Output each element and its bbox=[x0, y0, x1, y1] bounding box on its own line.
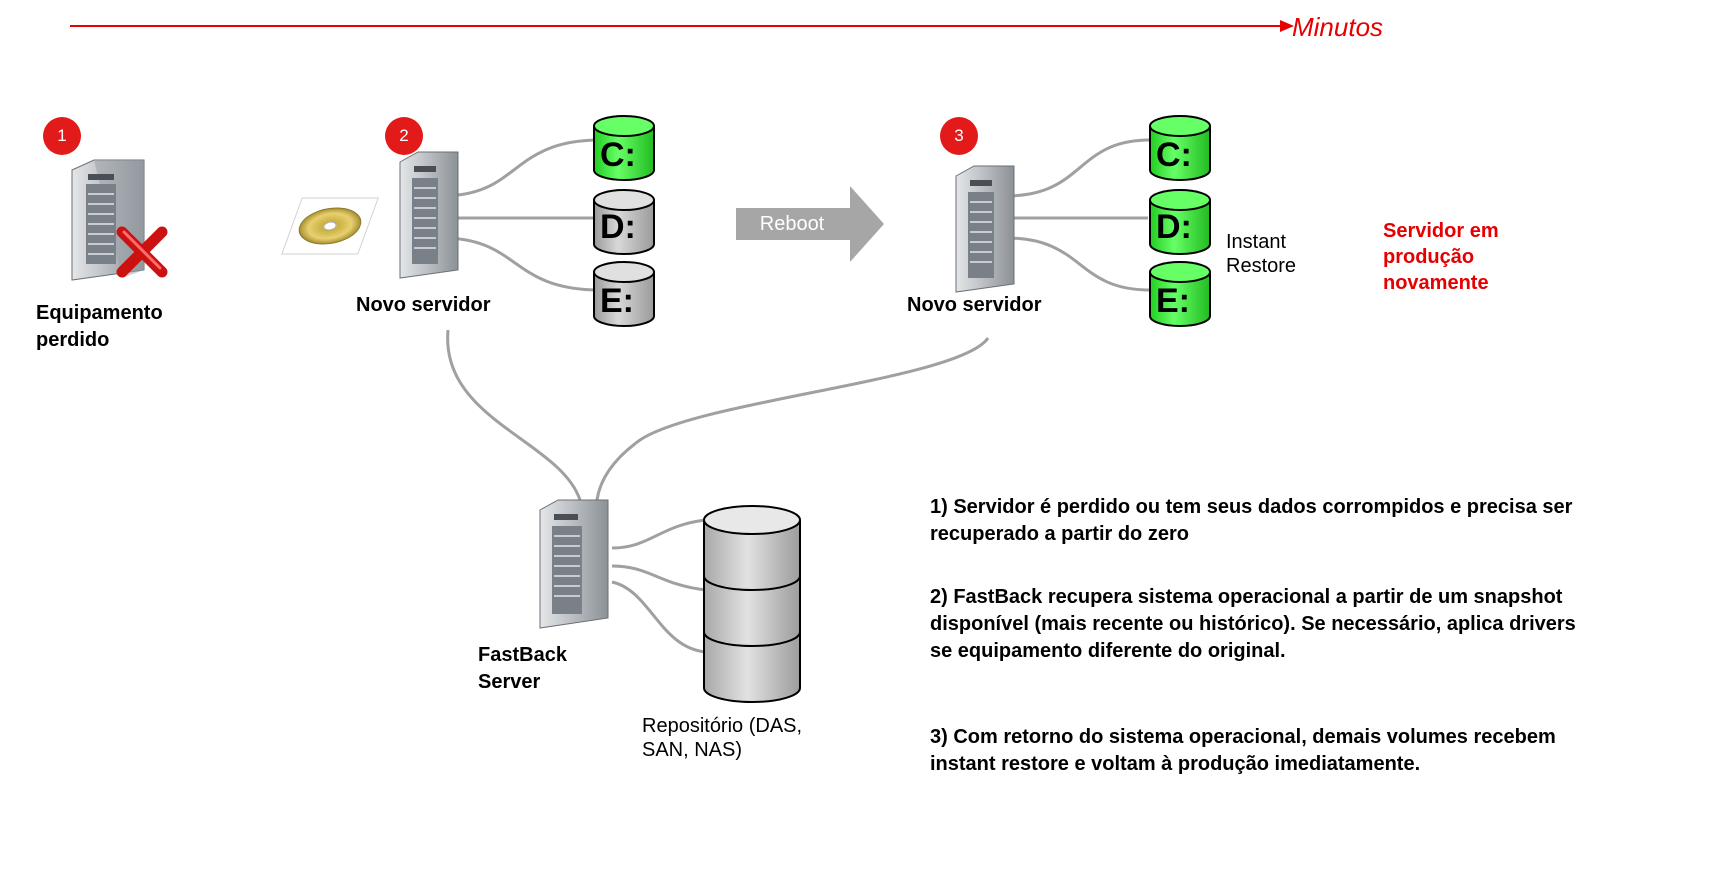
fastback-server-icon bbox=[539, 499, 609, 629]
drive-e-step2-icon bbox=[593, 261, 655, 327]
drive-label-c-step3: C: bbox=[1156, 136, 1192, 174]
drive-d-step2-icon bbox=[593, 189, 655, 255]
note-step-1: 1) Servidor é perdido ou tem seus dados … bbox=[930, 496, 1573, 545]
drive-label-d-step2: D: bbox=[600, 208, 636, 246]
drive-label-e-step2: E: bbox=[600, 282, 634, 320]
reboot-arrow-icon bbox=[736, 186, 884, 262]
new-server-icon-step3 bbox=[955, 165, 1015, 293]
new-server-icon-step2 bbox=[399, 151, 459, 279]
timeline-arrow bbox=[70, 20, 1294, 32]
new-server-caption-step3: Novo servidor bbox=[907, 294, 1042, 316]
drive-label-e-step3: E: bbox=[1156, 282, 1190, 320]
step3-cables bbox=[1005, 138, 1151, 292]
timeline-label: Minutos bbox=[1292, 12, 1384, 42]
production-status-label: Servidor em produção novamente bbox=[1383, 220, 1499, 294]
drive-label-c-step2: C: bbox=[600, 136, 636, 174]
drive-d-step3-icon bbox=[1149, 189, 1211, 255]
repository-cables bbox=[611, 518, 707, 654]
failure-x-icon bbox=[116, 226, 168, 278]
new-server-caption-step2: Novo servidor bbox=[356, 294, 491, 316]
note-step-3: 3) Com retorno do sistema operacional, d… bbox=[930, 726, 1556, 775]
note-step-2: 2) FastBack recupera sistema operacional… bbox=[930, 586, 1576, 662]
fastback-cables bbox=[446, 329, 990, 501]
instant-restore-label: Instant Restore bbox=[1226, 231, 1297, 277]
step2-cables bbox=[441, 138, 601, 292]
step-badge-1: 1 bbox=[43, 117, 81, 155]
lost-server-icon bbox=[71, 159, 145, 281]
step-badge-2: 2 bbox=[385, 117, 423, 155]
cd-icon bbox=[281, 197, 379, 255]
step-badge-3: 3 bbox=[940, 117, 978, 155]
repository-disks-icon bbox=[703, 505, 801, 703]
lost-equipment-caption: Equipamento perdido bbox=[36, 302, 163, 351]
reboot-label: Reboot bbox=[759, 213, 825, 235]
drive-c-step2-icon bbox=[593, 115, 655, 181]
drive-e-step3-icon bbox=[1149, 261, 1211, 327]
drive-c-step3-icon bbox=[1149, 115, 1211, 181]
repository-caption: Repositório (DAS, SAN, NAS) bbox=[642, 715, 803, 761]
fastback-server-caption: FastBack Server bbox=[478, 644, 567, 693]
drive-label-d-step3: D: bbox=[1156, 208, 1192, 246]
